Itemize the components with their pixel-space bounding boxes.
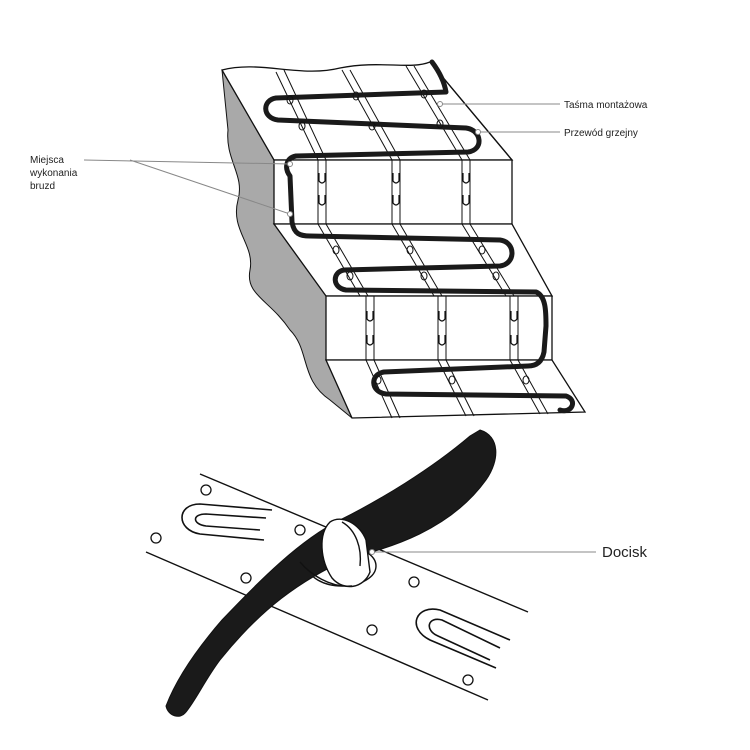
mounting-tapes-riser-upper xyxy=(317,160,471,224)
label-clamp: Docisk xyxy=(602,544,648,561)
label-mounting-tape: Taśma montażowa xyxy=(564,100,648,111)
mounting-tapes-riser-lower xyxy=(365,296,519,360)
leader-line-clamp xyxy=(369,549,596,555)
leader-lines-top xyxy=(83,101,560,217)
tape-slots xyxy=(286,89,530,385)
clamp-detail-illustration xyxy=(145,429,529,717)
label-heating-wire: Przewód grzejny xyxy=(564,128,638,139)
tape-tabs xyxy=(181,503,511,669)
label-groove-places-line3: bruzd xyxy=(30,181,55,192)
tape-holes xyxy=(150,484,474,686)
lower-slope xyxy=(324,359,587,419)
upper-slope xyxy=(221,61,514,161)
mounting-tapes-upper xyxy=(275,65,471,161)
heating-wire xyxy=(263,59,575,414)
wall-shadow xyxy=(221,69,353,419)
clamp xyxy=(321,518,371,588)
step-riser-lower xyxy=(325,295,553,361)
mounting-tapes-lower xyxy=(365,359,549,419)
step-riser-upper xyxy=(273,159,513,225)
label-groove-places-line2: wykonania xyxy=(29,168,78,179)
label-groove-places-line1: Miejsca xyxy=(30,155,64,166)
stair-illustration xyxy=(221,59,587,419)
